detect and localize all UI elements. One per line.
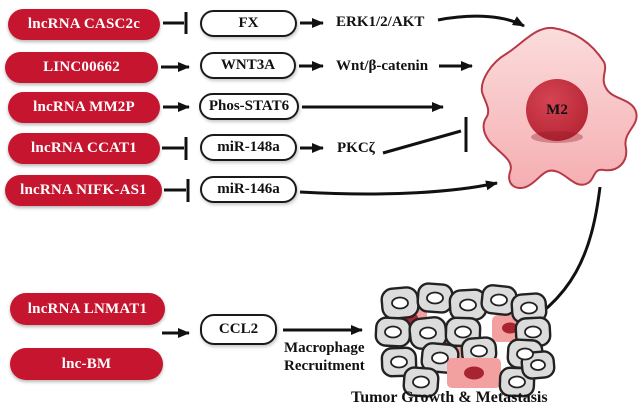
- node-lncrna-nifk-as1: lncRNA NIFK-AS1: [5, 175, 162, 206]
- label-macrophage-recruitment: Macrophage Recruitment: [284, 339, 365, 375]
- caption-tumor-growth-metastasis: Tumor Growth & Metastasis: [351, 389, 548, 406]
- node-lncrna-casc2c: lncRNA CASC2c: [8, 9, 160, 40]
- node-lnc-bm: lnc-BM: [10, 348, 163, 380]
- label-wnt-bcatenin: Wnt/β-catenin: [336, 58, 429, 74]
- tumor-cell-cluster: [374, 282, 556, 398]
- node-lncrna-lnmat1: lncRNA LNMAT1: [10, 293, 165, 325]
- node-mir-148a: miR-148a: [200, 134, 297, 161]
- tumor-large-pink-cell: [447, 358, 501, 388]
- label-pkcz: PKCζ: [337, 140, 375, 156]
- label-macrophage-recruitment-line2: Recruitment: [284, 358, 365, 374]
- label-m2: M2: [546, 102, 568, 118]
- arrow-mir146a-cell: [299, 180, 498, 196]
- node-linc00662: LINC00662: [5, 52, 158, 83]
- tumor-gray-nuclei: [384, 291, 546, 389]
- inhibitor-pkcz-cell: [382, 129, 462, 155]
- m2-macrophage-cell: [480, 26, 638, 190]
- node-fx: FX: [200, 10, 297, 37]
- node-phos-stat6: Phos-STAT6: [199, 93, 299, 120]
- node-wnt3a: WNT3A: [200, 52, 296, 79]
- label-erk: ERK1/2/AKT: [336, 14, 425, 30]
- node-ccl2: CCL2: [200, 314, 277, 345]
- label-macrophage-recruitment-line1: Macrophage: [284, 340, 365, 356]
- m2-nucleus: [526, 79, 588, 141]
- arrow-erk-cell: [437, 14, 525, 28]
- m2-nucleus-shadow: [531, 131, 583, 143]
- node-lncrna-ccat1: lncRNA CCAT1: [8, 133, 160, 164]
- node-mir-146a: miR-146a: [200, 176, 297, 203]
- node-lncrna-mm2p: lncRNA MM2P: [8, 92, 160, 123]
